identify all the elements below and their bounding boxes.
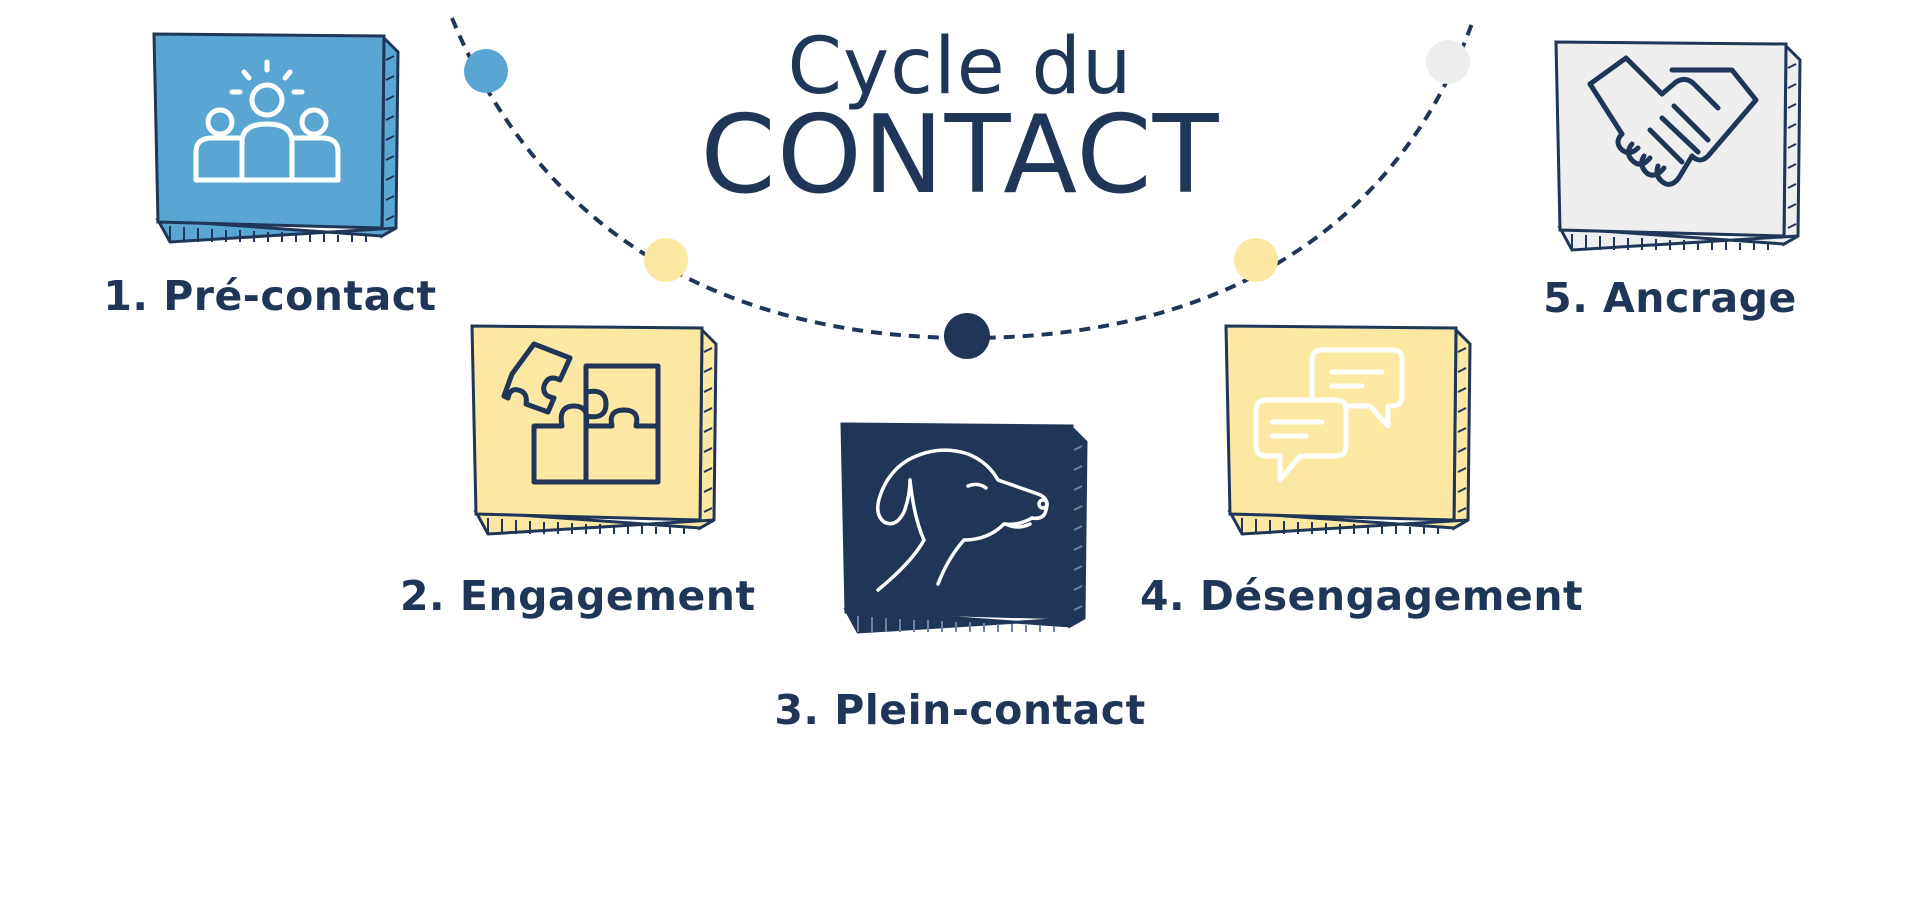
tile-plein-contact xyxy=(840,422,1088,634)
dog-head-icon xyxy=(876,448,1049,592)
arc-dot-blue xyxy=(464,49,508,93)
tile-engagement xyxy=(470,324,718,536)
arc-dot-navy xyxy=(944,313,990,359)
puzzle-icon xyxy=(501,341,661,485)
arc-dot-yellow-left xyxy=(644,238,688,282)
step-label-pre-contact: 1. Pré-contact xyxy=(103,272,437,320)
step-label-desengagement: 4. Désengagement xyxy=(1140,572,1584,620)
tile-pre-contact xyxy=(152,32,400,244)
arc-dot-grey xyxy=(1426,40,1470,84)
tile-ancrage xyxy=(1554,40,1802,252)
title-line2: CONTACT xyxy=(700,93,1220,218)
title-line1: Cycle du xyxy=(787,22,1133,112)
people-group-icon xyxy=(193,59,341,183)
handshake-icon xyxy=(1587,55,1759,187)
step-label-ancrage: 5. Ancrage xyxy=(1543,274,1797,322)
step-label-engagement: 2. Engagement xyxy=(400,572,756,620)
tile-desengagement xyxy=(1224,324,1472,536)
diagram-title: Cycle du CONTACT xyxy=(0,20,1920,210)
arc-dot-yellow-right xyxy=(1234,238,1278,282)
step-label-plein-contact: 3. Plein-contact xyxy=(774,686,1146,734)
chat-bubbles-icon xyxy=(1253,347,1405,483)
